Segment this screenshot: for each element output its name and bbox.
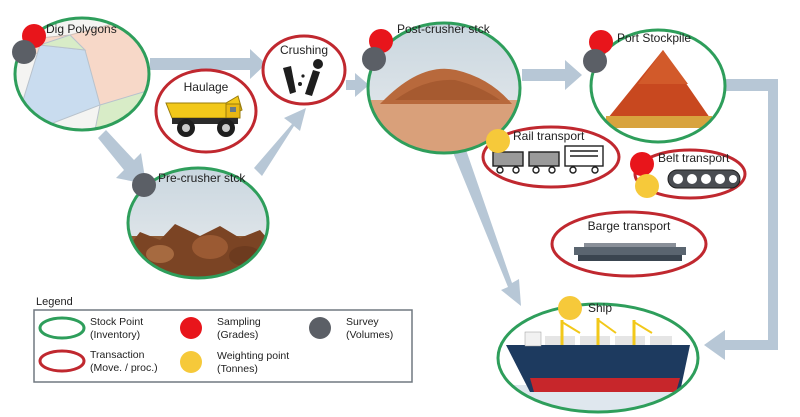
arrow-precrusher-to-crushing [254, 108, 306, 176]
sampling-dot-belt [630, 152, 654, 176]
arrow-dig-to-precrusher [98, 130, 146, 184]
conveyor-belt-icon [667, 169, 741, 189]
weighting-dot-ship [558, 296, 582, 320]
dig-polygons-border [13, 16, 151, 132]
legend-transaction-icon [38, 349, 86, 373]
legend-transaction-label: Transaction [90, 349, 145, 361]
legend: Legend Stock Point (Inventory) Transacti… [33, 296, 413, 383]
legend-weighting-icon [180, 351, 202, 373]
sampling-dot-post-crusher [369, 29, 393, 53]
survey-dot-port [583, 49, 607, 73]
arrow-dig-to-crushing [150, 49, 266, 79]
ship-border [496, 302, 700, 414]
survey-dot-pre-crusher [132, 173, 156, 197]
barge-transport-label: Barge transport [588, 219, 671, 233]
arrow-crushing-to-post [346, 73, 369, 97]
legend-stock-point-sub: (Inventory) [90, 329, 140, 341]
crusher-icon [283, 59, 323, 96]
node-ship[interactable]: Ship [496, 296, 700, 414]
train-icon [492, 145, 604, 174]
crushing-label: Crushing [280, 43, 328, 57]
port-stockpile-border [589, 28, 727, 144]
post-crusher-label: Post-crusher stck [397, 22, 491, 36]
legend-sampling-sub: (Grades) [217, 329, 258, 341]
node-post-crusher[interactable]: Post-crusher stck [362, 21, 522, 155]
node-port-stockpile[interactable]: Port Stockpile [583, 28, 727, 144]
legend-weighting-sub: (Tonnes) [217, 363, 258, 375]
weighting-dot-belt [635, 174, 659, 198]
weighting-dot-rail [486, 129, 510, 153]
node-crushing[interactable]: Crushing [261, 34, 347, 106]
sampling-dot-port [589, 30, 613, 54]
port-stockpile-label: Port Stockpile [617, 31, 691, 45]
barge-icon [574, 243, 686, 261]
pre-crusher-border [126, 166, 270, 280]
legend-box [33, 309, 413, 383]
legend-stock-point-icon [38, 316, 86, 340]
survey-dot-post-crusher [362, 47, 386, 71]
post-crusher-border [366, 21, 522, 155]
legend-sampling-label: Sampling [217, 316, 261, 328]
legend-transaction-sub: (Move. / proc.) [90, 362, 158, 374]
arrow-post-to-port [522, 60, 582, 90]
legend-sampling-icon [180, 317, 202, 339]
node-haulage[interactable]: Haulage [154, 68, 258, 154]
legend-survey-sub: (Volumes) [346, 329, 393, 341]
node-barge-transport[interactable]: Barge transport [550, 210, 708, 278]
belt-transport-label: Belt transport [658, 151, 730, 165]
node-belt-transport[interactable]: Belt transport [630, 148, 747, 200]
crushing-border [261, 34, 347, 106]
dig-polygons-label: Dig Polygons [46, 22, 117, 36]
pre-crusher-label: Pre-crusher stck [158, 171, 246, 185]
legend-stock-point-label: Stock Point [90, 316, 143, 328]
legend-survey-label: Survey [346, 316, 379, 328]
haulage-label: Haulage [184, 80, 229, 94]
rail-transport-label: Rail transport [513, 129, 585, 143]
flow-arrows [98, 49, 778, 360]
arrow-port-to-ship [704, 79, 778, 360]
arrow-post-to-ship [452, 144, 521, 306]
node-pre-crusher[interactable]: Pre-crusher stck [126, 166, 272, 280]
legend-weighting-label: Weighting point [217, 350, 289, 362]
ship-label: Ship [588, 301, 612, 315]
node-dig-polygons[interactable]: Dig Polygons [12, 16, 151, 132]
node-rail-transport[interactable]: Rail transport [481, 125, 621, 189]
survey-dot-dig [12, 40, 36, 64]
haul-truck-icon [165, 95, 243, 137]
legend-survey-icon [309, 317, 331, 339]
legend-title: Legend [36, 296, 73, 308]
